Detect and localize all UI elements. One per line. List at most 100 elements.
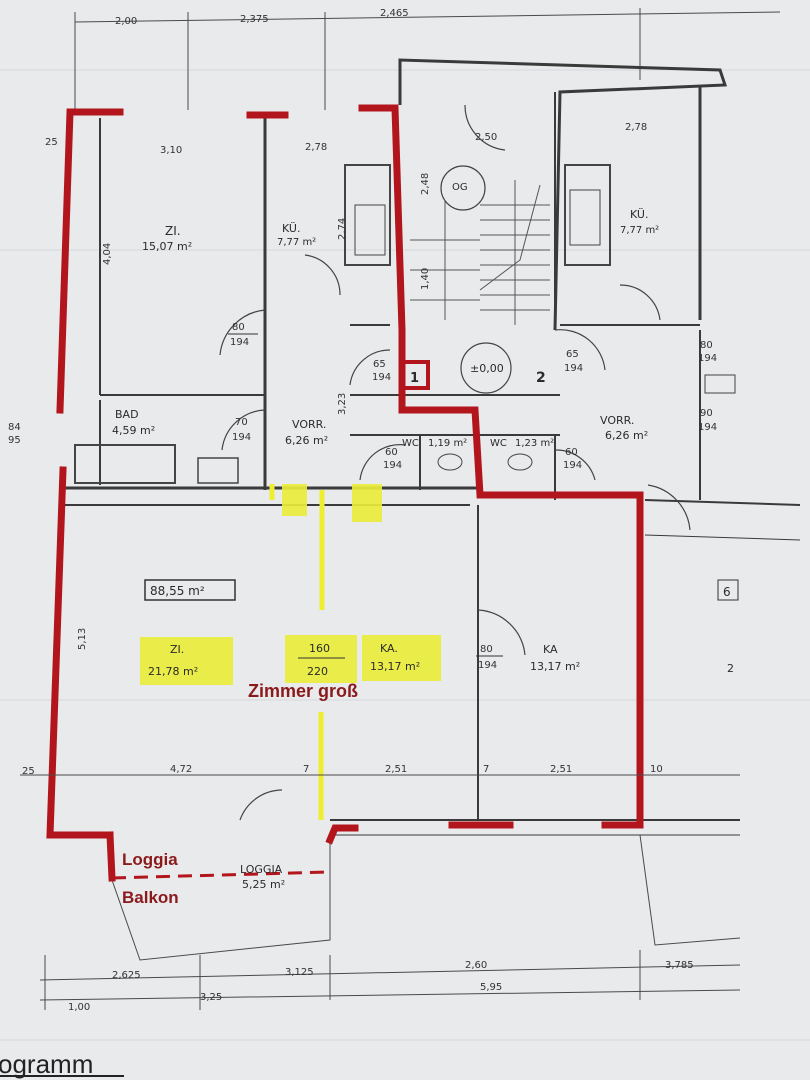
dim-misc-513: 5,13 xyxy=(77,628,88,650)
door-hl-left xyxy=(282,484,307,516)
dim-misc-95: 95 xyxy=(8,435,21,446)
dim-inner-3: 2,50 xyxy=(475,132,497,143)
door-hl-right xyxy=(352,484,382,522)
door-lbl-2b: 194 xyxy=(232,432,251,443)
dim-misc-274: 2,74 xyxy=(337,218,348,240)
stair-number: 2 xyxy=(536,370,546,386)
loggia-dashed-line xyxy=(111,870,331,880)
door-lbl-8a: 60 xyxy=(385,447,398,458)
dim-misc-25b: 25 xyxy=(45,137,58,148)
total-area-box xyxy=(144,579,236,601)
zi-big-highlight xyxy=(140,637,233,685)
dim-inner-2: 2,78 xyxy=(305,142,327,153)
ka-highlight xyxy=(362,635,441,681)
dim-bottom-5: 1,00 xyxy=(68,1002,90,1013)
dim-misc-140: 1,40 xyxy=(420,268,431,290)
dim-bottom-1: 2,625 xyxy=(112,970,141,981)
dim-top-1: 2,00 xyxy=(115,16,137,27)
highlight-labels: ZI. 21,78 m² 160 220 KA. 13,17 m² xyxy=(140,635,441,685)
building-walls xyxy=(62,58,801,961)
dim-misc-404: 4,04 xyxy=(102,243,113,265)
door-size-labels: 80 194 70 194 80 194 65 194 65 194 80 19… xyxy=(228,322,717,671)
ka-hl-name: KA. xyxy=(380,642,398,655)
annotation-zimmer-gross: Zimmer groß xyxy=(248,681,358,701)
kue-right-name: KÜ. xyxy=(630,208,648,221)
kitchen-counter-left xyxy=(344,164,391,266)
level-label: ±0,00 xyxy=(470,362,504,375)
vorr-left-name: VORR. xyxy=(292,418,326,431)
footer-caption: ogramm xyxy=(0,1049,93,1079)
door-lbl-9b: 194 xyxy=(563,460,582,471)
vorr-right-area: 6,26 m² xyxy=(605,429,648,442)
bath-washbasin xyxy=(197,457,239,484)
loggia-name: LOGGIA xyxy=(240,863,283,876)
wc1-name: WC xyxy=(402,438,419,449)
door-lbl-1a: 80 xyxy=(232,322,245,333)
wc-bowl-right xyxy=(507,453,533,471)
door-swings xyxy=(219,104,691,821)
dim-misc-7a: 7 xyxy=(303,764,309,775)
door-lbl-7a: 90 xyxy=(700,408,713,419)
dim-misc-25: 25 xyxy=(22,766,35,777)
zi-big-name: ZI. xyxy=(170,643,184,656)
door-lbl-6b: 194 xyxy=(698,353,717,364)
dim-misc-323: 3,23 xyxy=(337,393,348,415)
wc1-area: 1,19 m² xyxy=(428,438,467,449)
dim-misc-248: 2,48 xyxy=(420,173,431,195)
side-box-label: 6 xyxy=(723,585,731,599)
kitchen-sink-left xyxy=(354,204,386,256)
kue-left-area: 7,77 m² xyxy=(277,237,316,248)
zi-top-area: 15,07 m² xyxy=(142,240,192,253)
wc-bowl-left xyxy=(437,453,463,471)
bottom-dimension-lines: 2,625 3,125 2,60 3,785 1,00 3,25 5,95 xyxy=(39,950,741,1013)
kue-right-area: 7,77 m² xyxy=(620,225,659,236)
bad-area: 4,59 m² xyxy=(112,424,155,437)
radiator-right xyxy=(704,374,736,394)
loggia-area: 5,25 m² xyxy=(242,878,285,891)
door-size-bottom: 220 xyxy=(307,665,328,678)
door-size-top: 160 xyxy=(309,642,330,655)
annotation-loggia: Loggia xyxy=(122,850,178,869)
dim-top-2: 2,375 xyxy=(240,14,269,25)
total-area: 88,55 m² xyxy=(150,584,205,598)
vorr-left-area: 6,26 m² xyxy=(285,434,328,447)
bathtub xyxy=(74,444,176,484)
dim-top-3: 2,465 xyxy=(380,8,409,19)
kitchen-sink-right xyxy=(569,189,601,246)
door-size-highlight xyxy=(285,635,357,683)
balcony-outline xyxy=(111,840,331,961)
kitchen-counter-right xyxy=(564,164,611,266)
wc2-name: WC xyxy=(490,438,507,449)
ka-name: KA xyxy=(543,643,558,656)
door-lbl-6a: 80 xyxy=(700,340,713,351)
door-lbl-5a: 65 xyxy=(373,359,386,370)
shaft-marker-box xyxy=(400,360,430,390)
dim-bottom-6: 3,25 xyxy=(200,992,222,1003)
door-lbl-1b: 194 xyxy=(230,337,249,348)
staircase xyxy=(410,180,550,325)
door-lbl-8b: 194 xyxy=(383,460,402,471)
yellow-markers xyxy=(269,484,382,820)
door-lbl-2a: 70 xyxy=(235,417,248,428)
dim-misc-84: 84 xyxy=(8,422,21,433)
dim-misc-10: 10 xyxy=(650,764,663,775)
bad-name: BAD xyxy=(115,408,139,421)
inner-dimensions: 3,10 2,78 2,50 2,78 4,72 2,51 2,51 25 25… xyxy=(8,122,740,777)
side-number: 2 xyxy=(727,662,734,675)
dim-bottom-2: 3,125 xyxy=(285,967,314,978)
side-box xyxy=(717,579,739,601)
room-labels: ZI. 15,07 m² KÜ. 7,77 m² KÜ. 7,77 m² BAD… xyxy=(112,208,659,891)
dim-misc-7b: 7 xyxy=(483,764,489,775)
dim-row-3: 2,51 xyxy=(550,764,572,775)
kue-left-name: KÜ. xyxy=(282,222,300,235)
door-lbl-3a: 80 xyxy=(480,644,493,655)
dim-row-2: 2,51 xyxy=(385,764,407,775)
balcony-right-outline xyxy=(639,834,741,946)
od-label: OG xyxy=(452,182,468,193)
door-lbl-4a: 65 xyxy=(566,349,579,360)
dim-bottom-4: 3,785 xyxy=(665,960,694,971)
apartment-boundary xyxy=(46,104,644,882)
ka-area: 13,17 m² xyxy=(530,660,580,673)
vorr-right-name: VORR. xyxy=(600,414,634,427)
